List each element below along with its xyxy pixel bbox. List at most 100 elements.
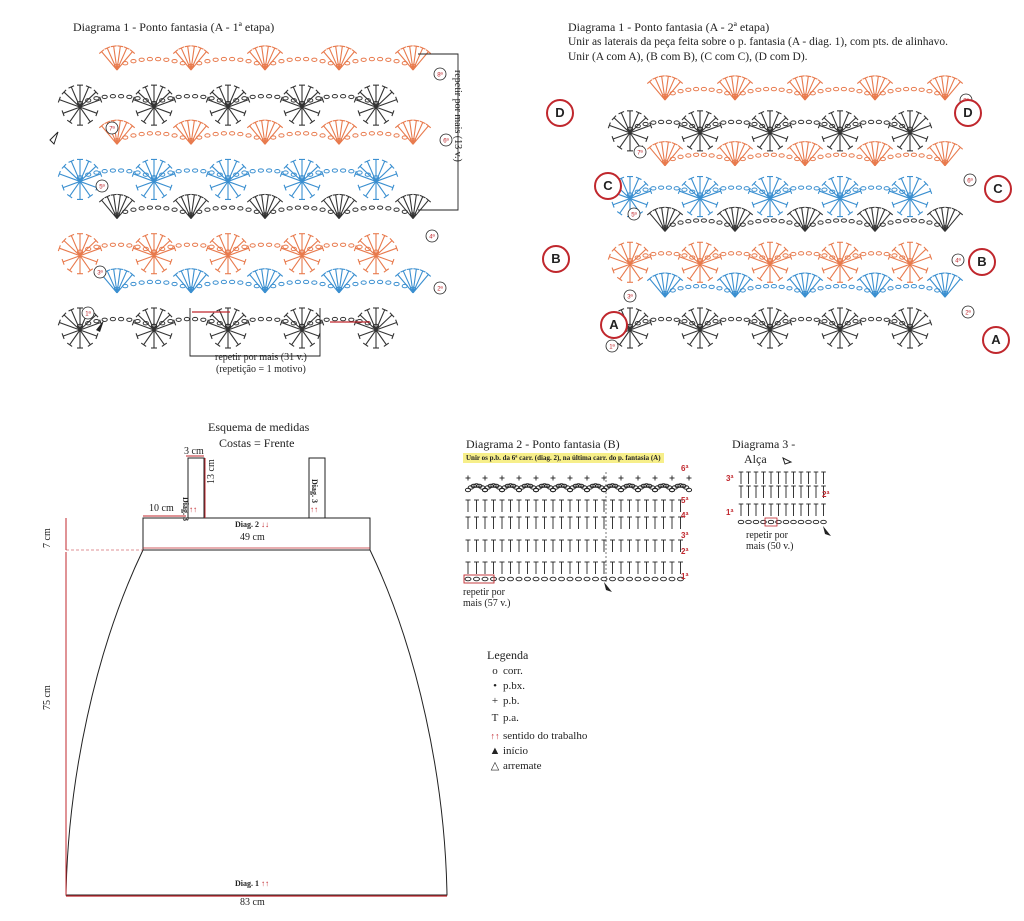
chain-stitch: [677, 286, 684, 291]
double-crochet: [769, 178, 780, 199]
double-crochet-top: [279, 319, 283, 326]
double-crochet-top: [135, 89, 141, 95]
double-crochet: [291, 181, 303, 197]
chain-stitch: [282, 96, 289, 101]
double-crochet-top: [646, 79, 653, 84]
double-crochet-top: [205, 170, 209, 177]
chain-stitch: [747, 286, 754, 291]
chain-stitch: [155, 56, 162, 62]
double-crochet: [335, 194, 340, 219]
double-crochet-top: [258, 45, 265, 48]
double-crochet: [892, 263, 911, 271]
double-crochet: [292, 161, 303, 182]
double-crochet-top: [616, 211, 623, 216]
double-crochet-top: [243, 184, 247, 191]
double-crochet: [143, 106, 155, 123]
double-crochet-top: [332, 268, 339, 271]
chain-stitch: [871, 93, 879, 99]
double-crochet: [301, 181, 313, 197]
double-crochet-top: [413, 45, 420, 48]
chain-stitch: [774, 255, 781, 260]
double-crochet-top: [828, 110, 835, 115]
double-crochet: [944, 141, 949, 166]
double-crochet-top: [798, 140, 805, 143]
double-crochet: [864, 143, 876, 166]
double-crochet: [79, 240, 97, 257]
double-crochet: [760, 309, 771, 331]
double-crochet: [893, 117, 911, 134]
double-crochet: [264, 196, 276, 219]
double-crochet: [944, 81, 961, 101]
double-crochet-top: [896, 145, 903, 150]
double-crochet-top: [898, 110, 905, 115]
double-crochet: [699, 183, 717, 199]
double-crochet: [753, 117, 771, 134]
double-crochet: [664, 77, 676, 101]
double-crochet-top: [713, 115, 719, 121]
double-crochet: [654, 209, 666, 232]
double-crochet-top: [172, 49, 179, 54]
double-crochet-top: [247, 319, 251, 326]
chain-stitch: [159, 321, 166, 326]
waist-height-label: 7 cm: [42, 528, 53, 548]
double-crochet: [909, 112, 920, 134]
double-crochet: [629, 132, 648, 140]
double-crochet-top: [707, 276, 714, 282]
double-crochet-top: [425, 49, 432, 54]
chain-stitch: [323, 243, 330, 248]
chain-stitch: [770, 218, 777, 223]
double-crochet: [731, 141, 736, 166]
chain-stitch: [464, 576, 472, 582]
double-crochet-top: [856, 210, 863, 216]
double-crochet-top: [887, 79, 894, 84]
double-crochet-top: [688, 242, 695, 246]
join-letter-c-left: C: [594, 172, 622, 200]
double-crochet-top: [321, 319, 325, 326]
chain-stitch: [891, 318, 898, 324]
double-crochet: [365, 181, 377, 197]
chain-stitch: [700, 284, 707, 289]
double-crochet: [412, 194, 417, 219]
double-crochet-top: [777, 276, 784, 282]
double-crochet-top: [326, 194, 333, 199]
double-crochet-top: [265, 119, 272, 122]
row-marker-label: 2ª: [965, 310, 971, 317]
double-crochet: [375, 255, 387, 271]
double-crochet-top: [216, 308, 223, 312]
double-crochet: [819, 256, 841, 265]
double-crochet: [929, 81, 946, 101]
double-crochet: [892, 329, 911, 337]
double-crochet-top: [394, 272, 401, 277]
double-crochet-top: [381, 233, 388, 238]
chain-stitch: [109, 316, 116, 322]
chain-stitch: [352, 133, 359, 138]
chain-stitch: [685, 219, 692, 224]
chain-stitch: [323, 317, 330, 322]
double-crochet-top: [173, 96, 177, 103]
chain-stitch: [575, 576, 582, 582]
double-crochet: [682, 263, 701, 271]
double-crochet: [769, 198, 788, 206]
chain-stitch: [76, 175, 84, 180]
double-crochet: [909, 329, 928, 337]
double-crochet: [769, 248, 787, 265]
double-crochet: [690, 112, 701, 134]
double-crochet-top: [129, 272, 136, 277]
double-crochet-top: [938, 272, 945, 275]
double-crochet-top: [309, 268, 316, 273]
chain-stitch: [658, 316, 665, 322]
double-crochet-top: [235, 268, 242, 273]
double-crochet-top: [856, 79, 863, 84]
double-crochet-top: [209, 258, 213, 265]
double-crochet: [301, 173, 323, 182]
chain-stitch: [801, 225, 809, 230]
double-crochet-top: [665, 206, 672, 209]
double-crochet: [375, 309, 386, 331]
chain-stitch: [829, 123, 836, 129]
chain-stitch: [696, 323, 704, 329]
chain-stitch: [899, 321, 906, 326]
double-crochet: [153, 255, 172, 263]
chain-stitch: [868, 251, 875, 256]
double-crochet: [889, 256, 911, 265]
row-marker-label: 6ª: [967, 178, 973, 185]
